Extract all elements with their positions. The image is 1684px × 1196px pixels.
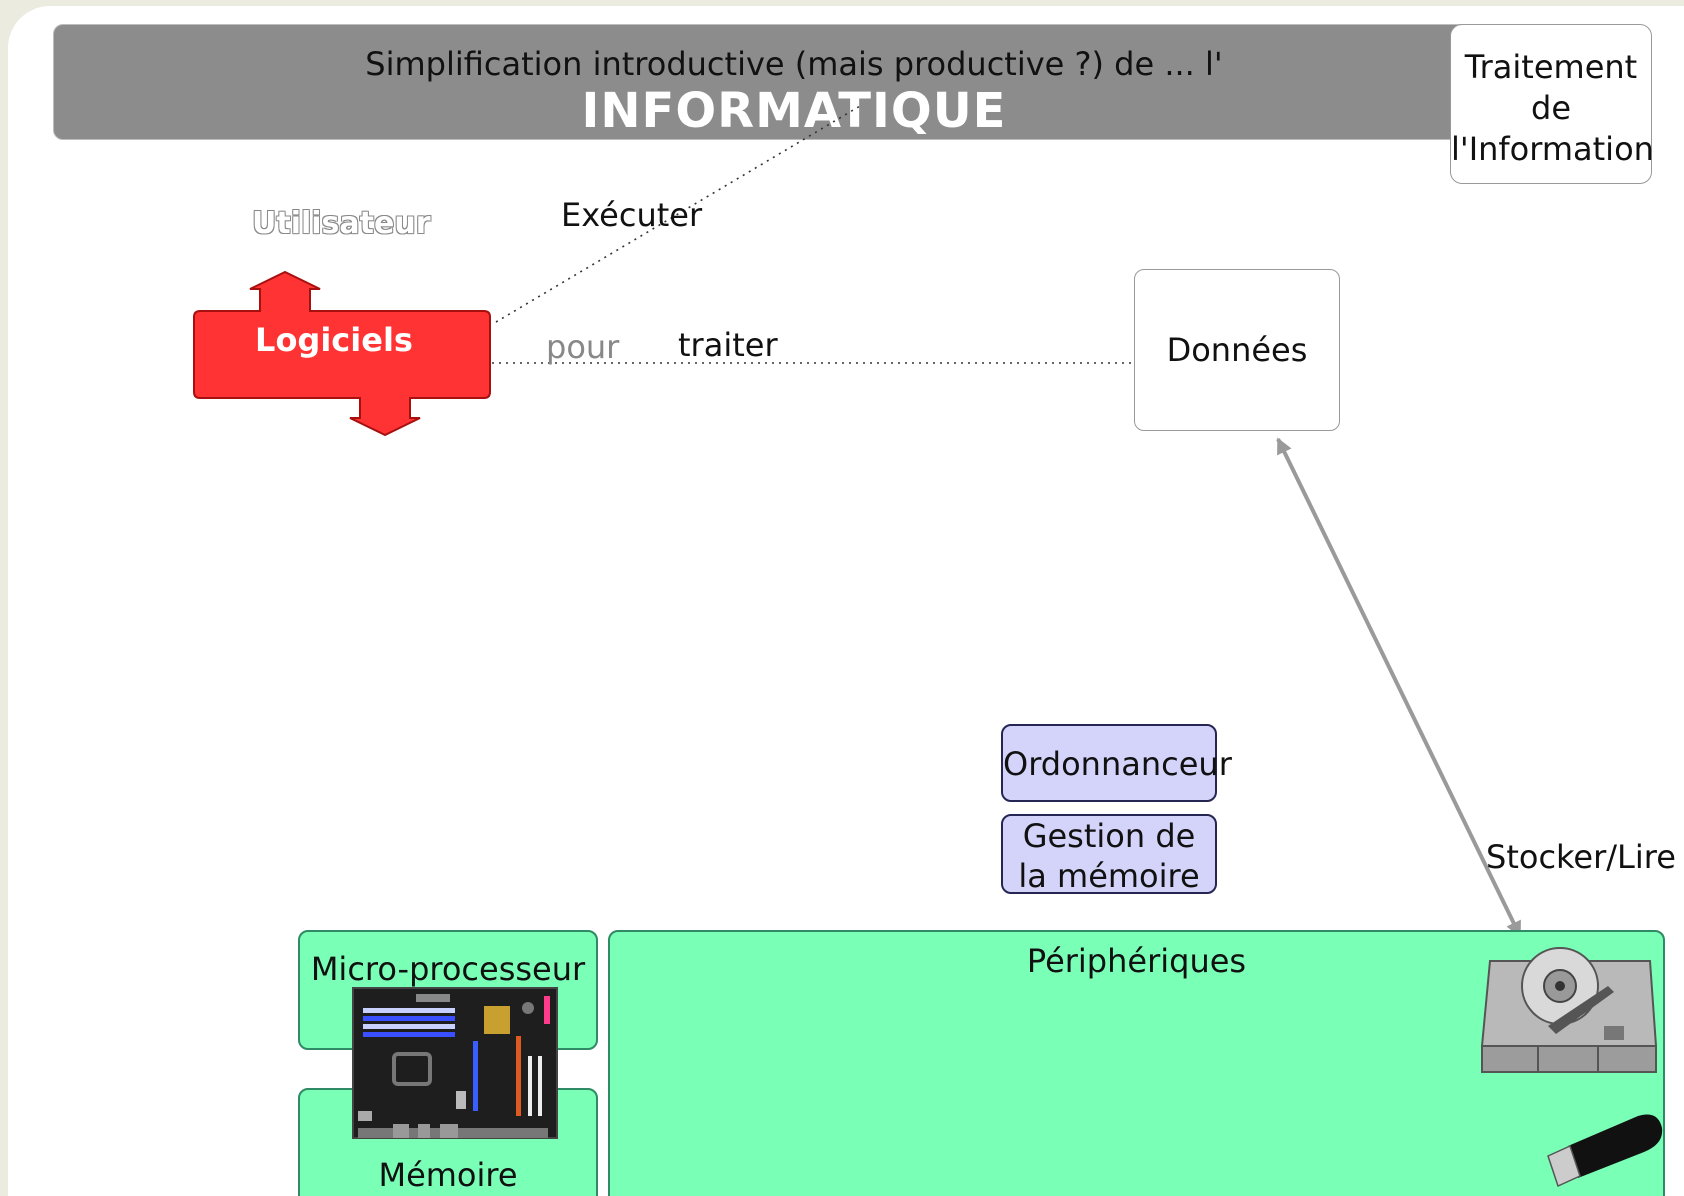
memory-management-box: Gestion de la mémoire	[1001, 814, 1217, 895]
banner-title: INFORMATIQUE	[581, 83, 1007, 139]
usb-drive-icon	[1547, 1114, 1663, 1188]
scheduler-box: Ordonnanceur	[1001, 724, 1232, 802]
scheduler-label: Ordonnanceur	[1003, 745, 1232, 783]
data-box: Données	[1134, 269, 1340, 431]
banner-subtitle: Simplification introductive (mais produc…	[365, 45, 1223, 83]
information-processing-box: Traitement de l'Information	[1450, 24, 1654, 184]
hard-drive-icon	[1480, 947, 1658, 1073]
store-read-label: Stocker/Lire	[1486, 838, 1676, 876]
corner-line-2: de	[1531, 89, 1571, 127]
motherboard-icon	[352, 987, 558, 1139]
slide: Simplification introductive (mais produc…	[8, 6, 1684, 1196]
software-shape	[193, 270, 491, 437]
title-banner: Simplification introductive (mais produc…	[53, 24, 1535, 140]
for-label: pour	[546, 328, 620, 366]
cpu-label: Micro-processeur	[310, 950, 586, 988]
software-label: Logiciels	[255, 321, 413, 359]
memory-management-line-2: la mémoire	[1018, 857, 1200, 895]
execute-connector	[495, 105, 861, 323]
data-label: Données	[1166, 331, 1308, 369]
hardware-icons	[352, 947, 1663, 1188]
execute-label: Exécuter	[561, 196, 703, 234]
memory-label: Mémoire	[378, 1156, 518, 1194]
memory-management-line-1: Gestion de	[1022, 817, 1196, 855]
store-read-arrow	[1276, 437, 1522, 938]
corner-line-1: Traitement	[1464, 48, 1638, 86]
peripherals-label: Périphériques	[1026, 942, 1247, 980]
process-label: traiter	[678, 326, 778, 364]
user-label: Utilisateur	[252, 206, 431, 241]
diagram-lines	[193, 105, 1522, 938]
corner-line-3: l'Information	[1451, 130, 1654, 168]
